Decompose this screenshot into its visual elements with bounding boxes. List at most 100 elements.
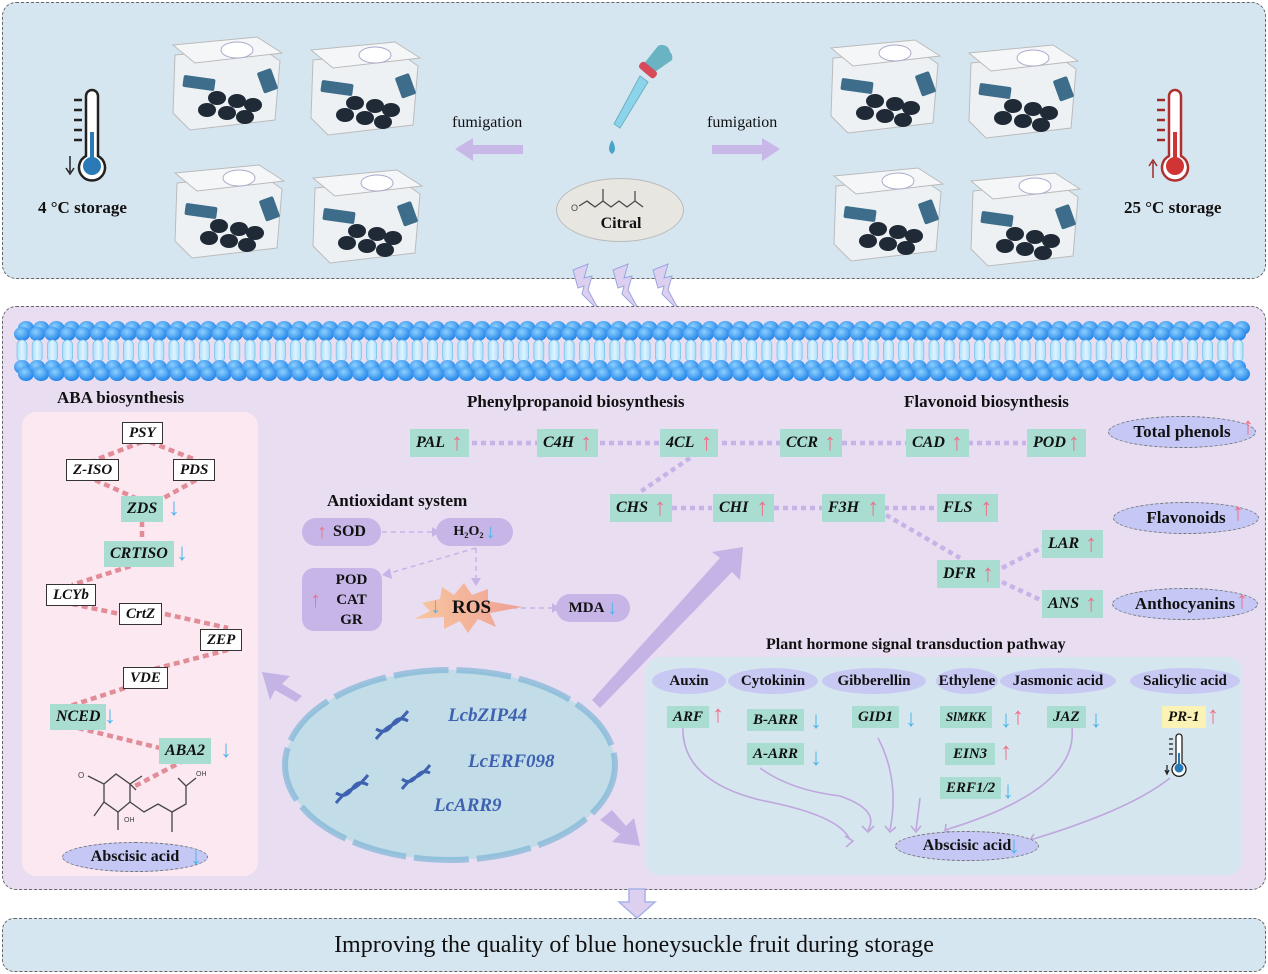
mda-node: MDA↓ [556, 594, 630, 622]
arrow-up-icon: ↑ [756, 495, 769, 521]
arrow-down-icon: ↓ [905, 706, 917, 732]
arrow-up-icon: ↑ [712, 702, 724, 728]
arrow-down-icon: ↓ [1000, 707, 1012, 733]
arrow-down-icon: ↓ [607, 597, 618, 619]
cold-storage-label: 4 °C storage [38, 198, 127, 217]
arrow-down-icon: ↓ [430, 593, 441, 618]
arrow-up-icon: ↑ [310, 586, 321, 612]
gene-arf: ARF [667, 706, 710, 728]
gene-crtz: CrtZ [119, 603, 163, 625]
arrow-up-icon: ↑ [317, 521, 328, 543]
hormone-ethylene: Ethylene [936, 668, 998, 694]
total-phenols-label: Total phenols [1133, 422, 1231, 441]
gene-cad: CAD ↑ [906, 429, 969, 457]
svg-text:OH: OH [124, 817, 135, 824]
gene-psy: PSY [122, 422, 163, 444]
arrow-up-icon: ↑ [824, 430, 837, 456]
gene-pds: PDS [173, 459, 216, 481]
thermometer-hot-icon [1145, 88, 1205, 183]
ros-node: ↓ ROS [412, 583, 524, 633]
antioxidant-title: Antioxidant system [327, 491, 468, 510]
gene-lcarr9: LcARR9 [434, 795, 502, 816]
gene-pal: PAL ↑ [410, 429, 470, 457]
gene-4cl: 4CL ↑ [660, 429, 719, 457]
arrow-up-icon: ↑ [1207, 703, 1219, 729]
gene-dfr-label: DFR [943, 565, 976, 582]
product-anthocyanins: Anthocyanins [1112, 588, 1258, 620]
hormone-gibberellin: Gibberellin [822, 668, 926, 694]
arrow-up-icon: ↑ [1012, 704, 1024, 730]
gene-cad-label: CAD [912, 434, 945, 451]
gene-zds: ZDS [121, 496, 164, 522]
aba-title: ABA biosynthesis [57, 388, 185, 407]
arrow-up-icon: ↑ [580, 430, 593, 456]
gene-4cl-label: 4CL [666, 434, 695, 451]
gene-pal-label: PAL [416, 434, 446, 451]
gene-ans-label: ANS [1048, 595, 1080, 612]
arrow-up-icon: ↑ [1067, 430, 1080, 456]
gene-b-arr: B-ARR [747, 709, 805, 731]
anthocyanins-label: Anthocyanins [1134, 594, 1236, 613]
gene-pr-1: PR-1 [1162, 706, 1206, 728]
thermometer-cold-icon [62, 88, 122, 183]
gene-fls: FLS↑ [937, 494, 999, 522]
gene-zep: ZEP [200, 629, 243, 651]
gene-crtiso: CRTISO [104, 541, 174, 567]
arrow-down-icon: ↓ [1008, 833, 1020, 859]
gene-ans: ANS↑ [1042, 590, 1104, 618]
fumigation-label-left: fumigation [452, 114, 523, 131]
gene-chs-label: CHS [616, 499, 649, 516]
gene-f3h-label: F3H [828, 499, 860, 516]
abscisic-acid-label: Abscisic acid [90, 848, 180, 865]
abscisic-acid-target: Abscisic acid [895, 831, 1039, 861]
gene-lcerf098: LcERF098 [468, 751, 555, 772]
arrow-up-icon: ↑ [950, 430, 963, 456]
citral-molecule: O Citral [556, 178, 684, 242]
gene-slmkk: SlMKK [940, 706, 992, 728]
nucleus: LcbZIP44 LcERF098 LcARR9 [280, 665, 620, 865]
arrow-up-icon: ↑ [1232, 500, 1244, 526]
arrow-down-icon: ↓ [190, 844, 202, 870]
arrow-down-icon: ↓ [168, 495, 180, 521]
flavonoid-title: Flavonoid biosynthesis [904, 392, 1069, 411]
h2o2-node: H₂O₂↓ [436, 518, 513, 546]
gene-vde: VDE [123, 667, 168, 689]
gene-chi-label: CHI [719, 499, 749, 516]
gene-nced: NCED [50, 704, 107, 730]
arrow-up-icon: ↑ [1000, 739, 1012, 765]
conclusion-banner: Improving the quality of blue honeysuckl… [2, 918, 1266, 972]
h2o2-label: H₂O₂ [453, 524, 484, 539]
enzyme-gr: GR [340, 611, 363, 628]
arrow-up-icon: ↑ [1242, 414, 1254, 440]
arrow-up-icon: ↑ [980, 495, 993, 521]
phenylpropanoid-title: Phenylpropanoid biosynthesis [467, 392, 685, 411]
gene-z-iso: Z-ISO [66, 459, 120, 481]
arrow-up-icon: ↑ [654, 495, 667, 521]
hormone-title: Plant hormone signal transduction pathwa… [766, 636, 1066, 653]
arrow-up-icon: ↑ [1236, 588, 1248, 614]
cell-membrane [14, 320, 1254, 382]
hormone-auxin: Auxin [652, 668, 726, 694]
arrow-down-icon: ↓ [1090, 707, 1102, 733]
gene-aba2: ABA2 [159, 738, 212, 764]
warm-storage-label: 25 °C storage [1124, 198, 1222, 217]
citral-label: Citral [600, 215, 642, 232]
product-flavonoids: Flavonoids [1113, 502, 1259, 534]
gene-ccr: CCR↑ [780, 429, 843, 457]
gene-lar: LAR↑ [1042, 530, 1104, 558]
arrow-up-icon: ↑ [867, 495, 880, 521]
svg-text:OH: OH [196, 771, 207, 778]
abscisic-acid-product: Abscisic acid [62, 842, 208, 872]
arrow-up-icon: ↑ [700, 430, 713, 456]
arrow-down-icon: ↓ [104, 703, 116, 729]
enzyme-pod: POD [335, 571, 368, 588]
gene-lcbzip44: LcbZIP44 [448, 705, 528, 726]
gene-gid1: GID1 [852, 706, 900, 728]
hormone-salicylic-acid: Salicylic acid [1130, 668, 1240, 694]
arrow-up-icon: ↑ [451, 430, 464, 456]
gene-lar-label: LAR [1048, 535, 1080, 552]
svg-text:O: O [571, 203, 578, 213]
hormone-cytokinin: Cytokinin [728, 668, 818, 694]
